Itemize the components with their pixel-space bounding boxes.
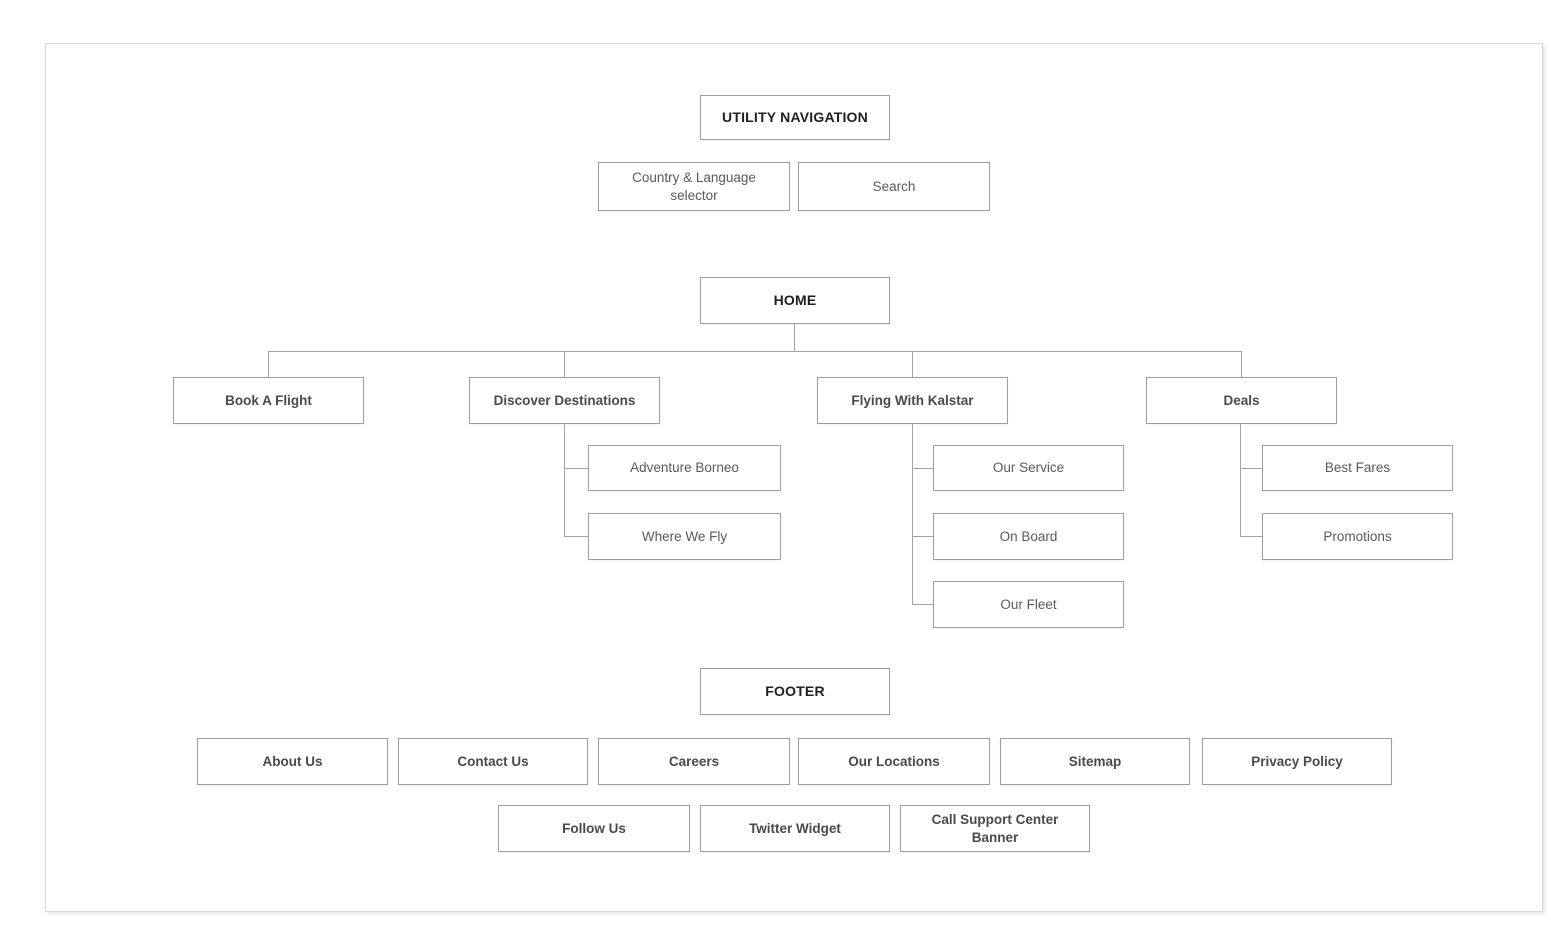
connector-drop-discover: [564, 351, 565, 377]
connector-drop-flying: [912, 351, 913, 377]
node-our-service: Our Service: [933, 445, 1124, 491]
node-utility-navigation: UTILITY NAVIGATION: [700, 95, 890, 140]
node-adventure-borneo: Adventure Borneo: [588, 445, 781, 491]
connector-deals-stem: [1240, 424, 1241, 537]
connector-drop-deals: [1241, 351, 1242, 377]
node-privacy-policy: Privacy Policy: [1202, 738, 1392, 785]
connector-flying-stub-2: [912, 536, 933, 537]
node-deals: Deals: [1146, 377, 1337, 424]
connector-discover-stub-2: [564, 536, 588, 537]
node-search: Search: [798, 162, 990, 211]
connector-flying-stub-1: [912, 468, 933, 469]
node-call-support-center-banner: Call Support Center Banner: [900, 805, 1090, 852]
node-twitter-widget: Twitter Widget: [700, 805, 890, 852]
node-home: HOME: [700, 277, 890, 324]
node-careers: Careers: [598, 738, 790, 785]
node-book-a-flight: Book A Flight: [173, 377, 364, 424]
connector-deals-stub-1: [1240, 468, 1262, 469]
connector-deals-stub-2: [1240, 536, 1262, 537]
connector-discover-stem: [564, 424, 565, 537]
node-footer: FOOTER: [700, 668, 890, 715]
node-about-us: About Us: [197, 738, 388, 785]
node-flying-with-kalstar: Flying With Kalstar: [817, 377, 1008, 424]
node-follow-us: Follow Us: [498, 805, 690, 852]
node-discover-destinations: Discover Destinations: [469, 377, 660, 424]
node-promotions: Promotions: [1262, 513, 1453, 560]
node-on-board: On Board: [933, 513, 1124, 560]
connector-flying-stub-3: [912, 604, 933, 605]
connector-home-span: [268, 351, 1241, 352]
node-our-fleet: Our Fleet: [933, 581, 1124, 628]
node-where-we-fly: Where We Fly: [588, 513, 781, 560]
node-contact-us: Contact Us: [398, 738, 588, 785]
connector-discover-stub-1: [564, 468, 588, 469]
connector-home-stem: [794, 324, 795, 351]
connector-flying-stem: [912, 424, 913, 605]
node-country-language-selector: Country & Language selector: [598, 162, 790, 211]
node-sitemap: Sitemap: [1000, 738, 1190, 785]
node-our-locations: Our Locations: [798, 738, 990, 785]
connector-drop-book-a-flight: [268, 351, 269, 377]
node-best-fares: Best Fares: [1262, 445, 1453, 491]
